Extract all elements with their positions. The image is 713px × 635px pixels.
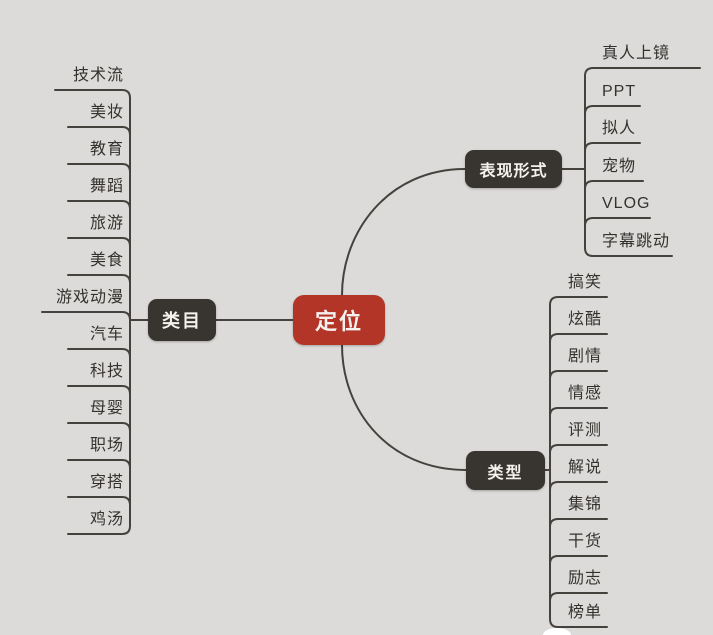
category-item[interactable]: 母婴: [89, 400, 124, 417]
presentation-item[interactable]: VLOG: [602, 195, 651, 212]
type-item[interactable]: 情感: [568, 385, 603, 402]
branch-topic-type[interactable]: 类型: [466, 451, 545, 490]
cursor-blob: [543, 628, 571, 635]
presentation-item[interactable]: 字幕跳动: [602, 233, 671, 250]
branch-topic-presentation-form[interactable]: 表现形式: [465, 150, 562, 188]
type-item[interactable]: 榜单: [568, 604, 603, 621]
type-item[interactable]: 集锦: [568, 496, 603, 513]
category-item[interactable]: 游戏动漫: [55, 289, 124, 306]
type-item[interactable]: 解说: [568, 459, 603, 476]
presentation-item[interactable]: 拟人: [602, 120, 637, 137]
presentation-item[interactable]: 真人上镜: [602, 45, 671, 62]
presentation-item[interactable]: PPT: [602, 83, 637, 100]
presentation-item[interactable]: 宠物: [602, 158, 637, 175]
category-item[interactable]: 职场: [89, 437, 124, 454]
type-item[interactable]: 炫酷: [568, 311, 603, 328]
category-item[interactable]: 舞蹈: [89, 178, 124, 195]
center-topic-positioning[interactable]: 定位: [293, 295, 385, 345]
category-item[interactable]: 美食: [89, 252, 124, 269]
type-item[interactable]: 剧情: [568, 348, 603, 365]
category-item[interactable]: 教育: [89, 141, 124, 158]
type-item[interactable]: 励志: [568, 570, 603, 587]
category-item[interactable]: 穿搭: [89, 474, 124, 491]
branch-topic-category[interactable]: 类目: [148, 299, 216, 341]
category-item[interactable]: 美妆: [89, 104, 124, 121]
category-item[interactable]: 旅游: [89, 215, 124, 232]
type-item[interactable]: 干货: [568, 533, 603, 550]
type-item[interactable]: 搞笑: [568, 274, 603, 291]
type-item[interactable]: 评测: [568, 422, 603, 439]
category-item[interactable]: 科技: [89, 363, 124, 380]
category-item[interactable]: 技术流: [72, 67, 124, 84]
category-item[interactable]: 汽车: [89, 326, 124, 343]
category-item[interactable]: 鸡汤: [89, 511, 124, 528]
